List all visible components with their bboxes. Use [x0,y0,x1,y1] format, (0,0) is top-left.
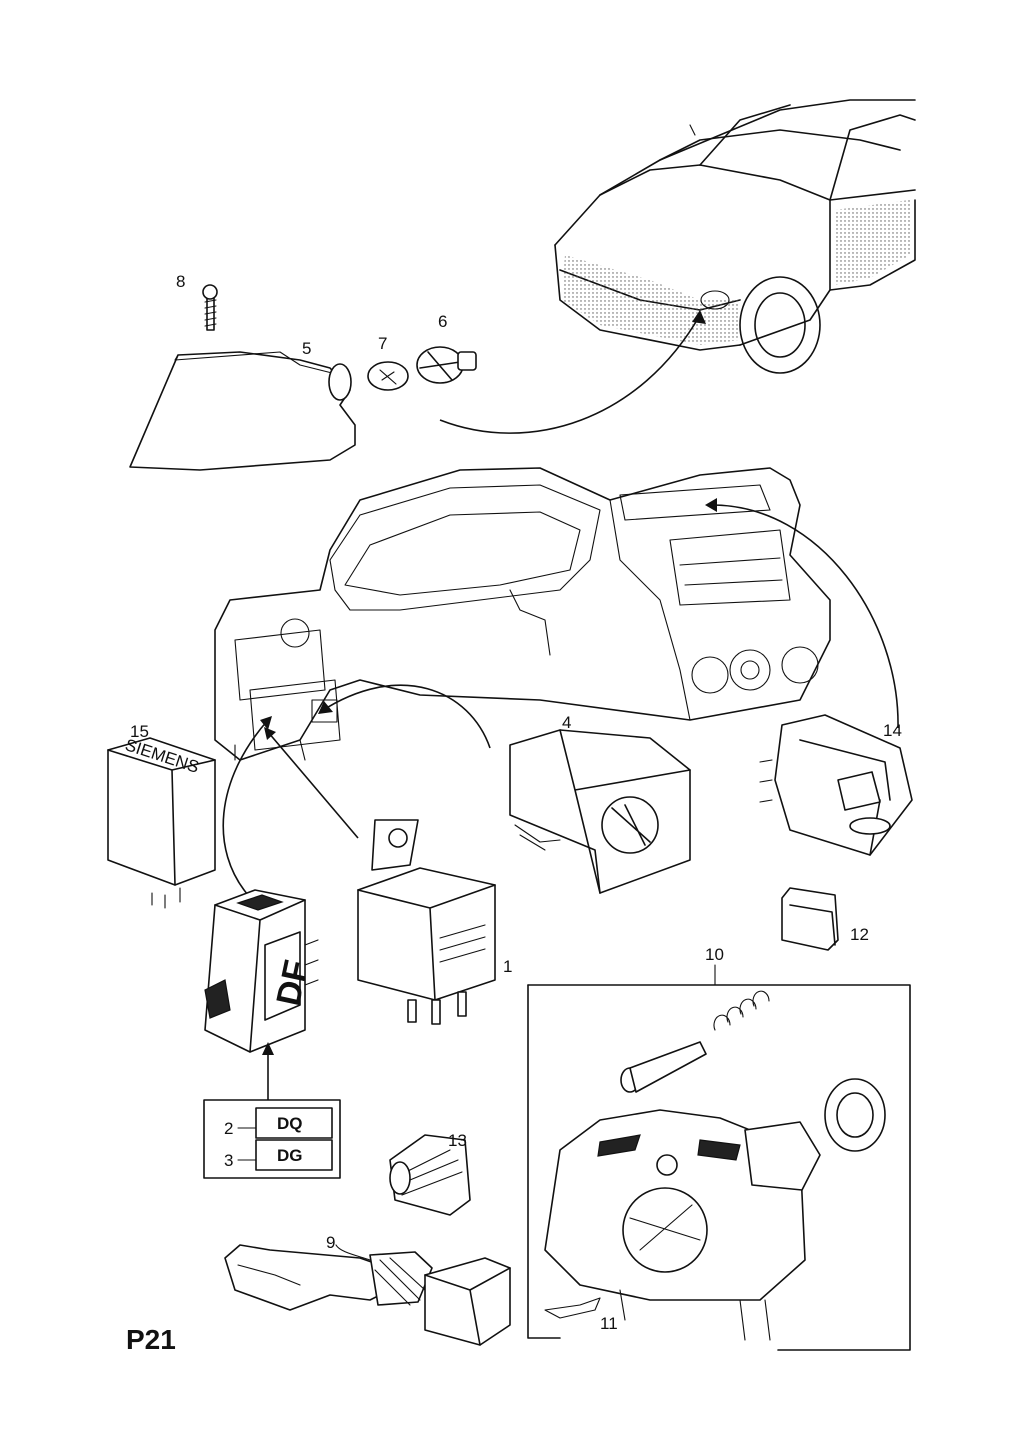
light-switch-4 [509,729,691,894]
part-label-7: 7 [378,334,387,353]
variant-number-2: 2 [224,1119,233,1138]
variant-code-dq: DQ [277,1114,303,1133]
variant-table: 2 DQ 3 DG [203,1099,341,1179]
part-label-13: 13 [448,1131,467,1150]
part-label-15: 15 [130,722,149,741]
part-label-12: 12 [850,925,869,944]
page-code: P21 [126,1324,176,1355]
part-label-9: 9 [326,1233,335,1252]
part-label-6: 6 [438,312,447,331]
part-label-8: 8 [176,272,185,291]
part-label-14: 14 [883,721,902,740]
part-label-10: 10 [705,945,724,964]
variant-code-dg: DG [277,1146,303,1165]
gaiter-13 [389,1134,471,1216]
part-label-4: 4 [562,713,571,732]
corner-lamp-assembly [129,284,477,471]
relay-15: SIEMENS [107,735,216,909]
car-illustration [554,99,916,374]
ignition-box-10 [527,964,911,1351]
stalk-switch-9 [224,1244,511,1346]
variant-number-3: 3 [224,1151,233,1170]
part-label-1: 1 [503,957,512,976]
rocker-switch-df: DF [204,889,319,1053]
part-label-5: 5 [302,339,311,358]
part-labels: 8 5 7 6 15 4 14 12 1 10 13 9 11 [130,272,902,1333]
switch-marking: DF [269,957,316,1009]
switch-12 [781,887,839,951]
switch-14 [759,714,913,856]
dashboard-illustration [214,467,831,761]
relay-1 [357,819,496,1025]
part-label-11: 11 [600,1314,618,1333]
